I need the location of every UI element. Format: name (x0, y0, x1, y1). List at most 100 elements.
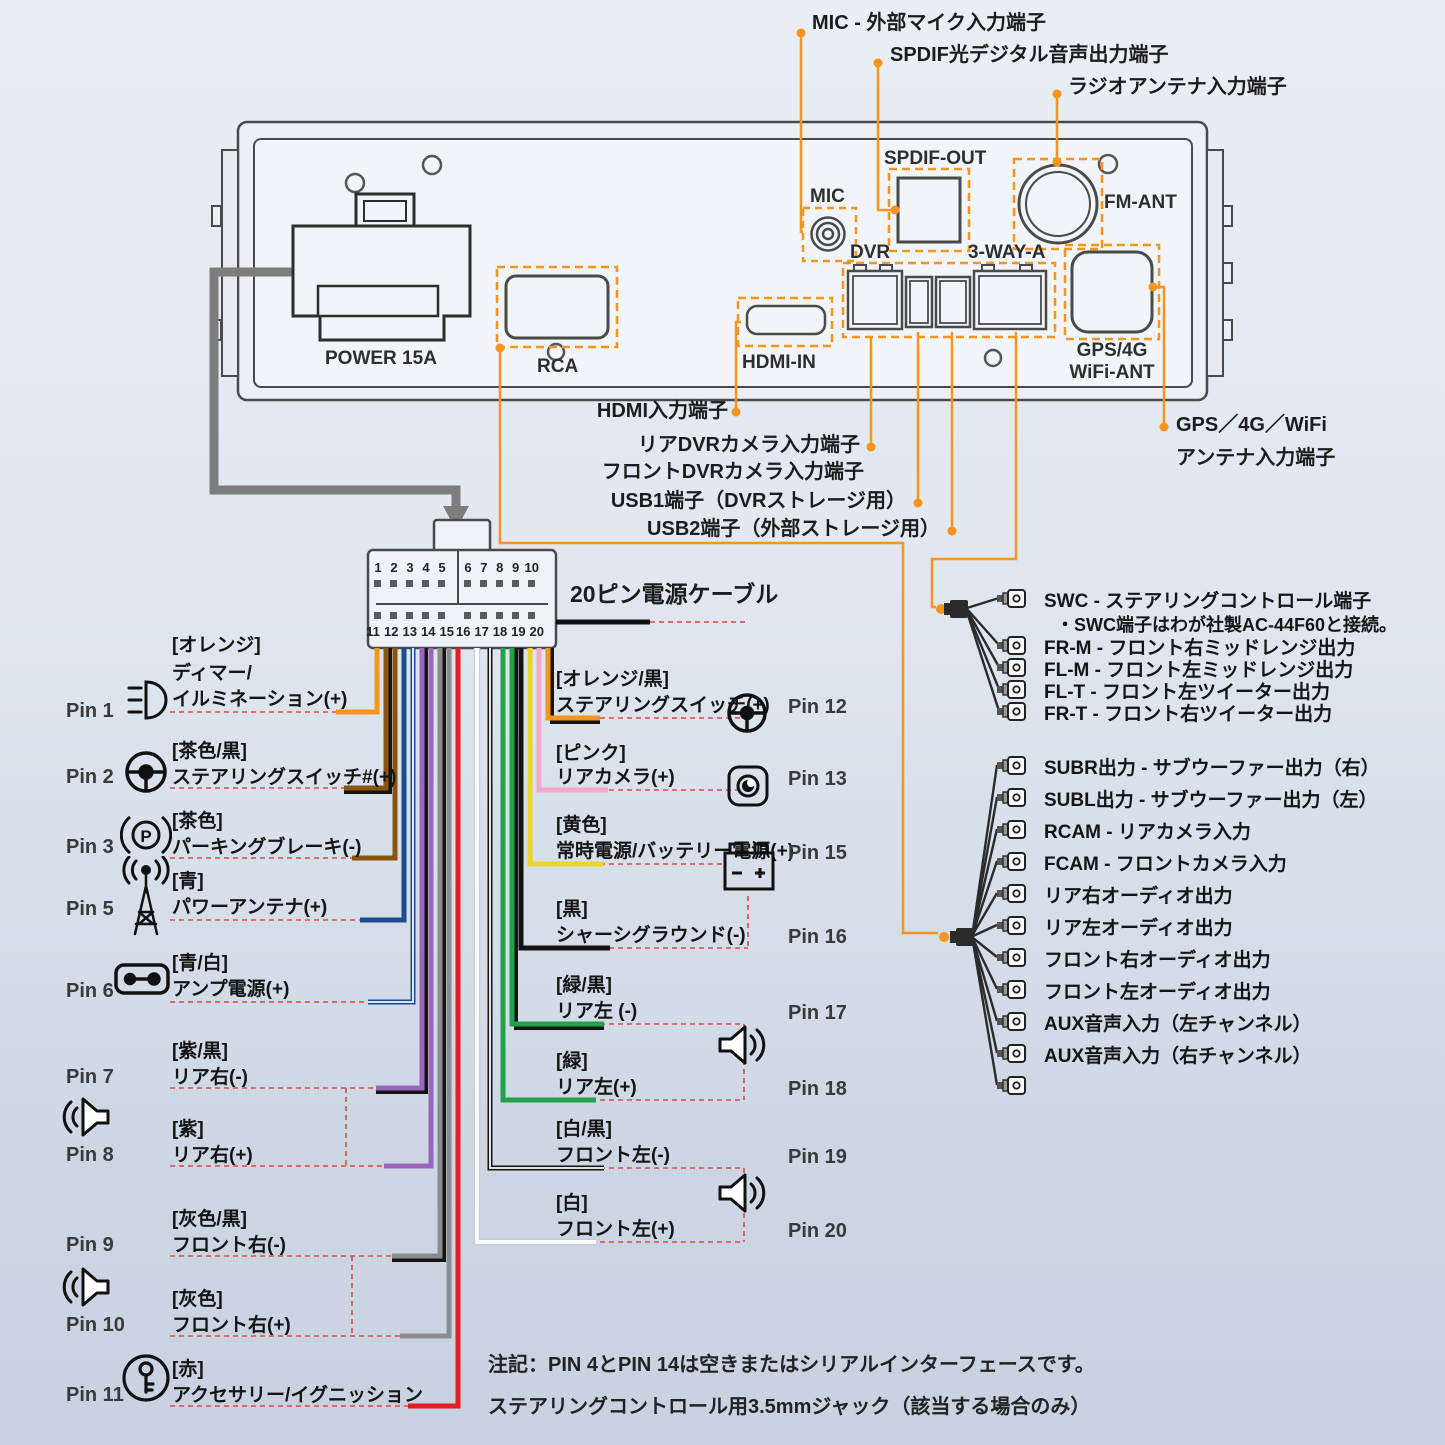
spare-plug (996, 1076, 1026, 1095)
pin-12-wire-stripe (550, 648, 600, 724)
pin-wires (336, 648, 610, 1409)
pin-2-wire (344, 648, 389, 791)
pin-8-label: リア右(+) (172, 1145, 253, 1166)
pin-17-label: リア左 (-) (556, 1001, 638, 1022)
spdif-port-label: SPDIF-OUT (884, 148, 987, 169)
pin-1-label-2: イルミネーション(+) (172, 689, 348, 710)
pin-7-label: リア右(-) (172, 1067, 248, 1088)
pin-6-color: [青/白] (172, 953, 228, 974)
swc-label: SWC - ステアリングコントロール端子 (1044, 591, 1372, 612)
pin-8-color: [紫] (172, 1119, 204, 1140)
pin-15-label: 常時電源/バッテリー電源(+) (556, 841, 795, 862)
pin-6-number: Pin 6 (66, 980, 114, 1002)
pin-9-color: [灰色/黒] (172, 1209, 247, 1230)
pin-18-label: リア左(+) (556, 1077, 637, 1098)
swc-harness (944, 589, 1026, 721)
fl-t-label: FL-T - フロント左ツイーター出力 (1044, 682, 1331, 703)
pin-1-color: [オレンジ] (172, 635, 261, 656)
pin-3-color: [茶色] (172, 811, 223, 832)
gps-port-label-1: GPS/4G (1076, 340, 1148, 361)
svg-text:P: P (140, 827, 151, 846)
front-left-audio-label: フロント左オーディオ出力 (1044, 982, 1271, 1003)
usb2-label: USB2端子（外部ストレージ用） (647, 518, 940, 540)
footnote-line-1: 注記：PIN 4とPIN 14は空きまたはシリアルインターフェースです。 (488, 1354, 1095, 1376)
fr-t-plug (996, 702, 1026, 721)
gps-ant-port (1063, 243, 1161, 341)
pin-10-number: Pin 10 (66, 1314, 125, 1336)
swc-note: ・SWC端子はわが社製AC-44F60と接続。 (1056, 615, 1398, 635)
rear-right-audio-label: リア右オーディオ出力 (1044, 886, 1233, 907)
pin-2-color: [茶色/黒] (172, 741, 247, 762)
subl-label: SUBL出力 - サブウーファー出力（左） (1044, 790, 1378, 811)
aux-right-plug (996, 1044, 1026, 1063)
fl-t-plug (996, 680, 1026, 699)
fl-m-label: FL-M - フロント左ミッドレンジ出力 (1044, 660, 1354, 681)
power-connector (291, 192, 472, 342)
fr-m-label: FR-M - フロント右ミッドレンジ出力 (1044, 638, 1356, 659)
pin-2-wire-stripe (344, 648, 392, 794)
rca-port-label: RCA (537, 356, 579, 377)
swc-harness-leader (930, 332, 1018, 609)
pin-16-wire (518, 648, 610, 951)
pin-8-wire (384, 648, 434, 1169)
mic-jack (801, 206, 858, 263)
av-harness (950, 756, 1026, 1095)
pin-3-wire (352, 648, 398, 861)
pin-15-color: [黄色] (556, 815, 607, 836)
pin-13-color: [ピンク] (556, 743, 626, 764)
rear-left-audio-label: リア左オーディオ出力 (1044, 918, 1233, 939)
fl-m-plug (996, 658, 1026, 677)
footnote-line-2: ステアリングコントロール用3.5mmジャック（該当する場合のみ） (488, 1396, 1091, 1418)
mic-leader (799, 34, 803, 234)
pin-5-label: パワーアンテナ(+) (172, 897, 328, 918)
pin-10-label: フロント右(+) (172, 1315, 291, 1336)
dvr-port-label: DVR (850, 242, 891, 263)
panel-screws (344, 153, 1119, 368)
pin-12-label: ステアリングスイッチ(+) (556, 695, 770, 716)
fr-t-label: FR-T - フロント右ツイーター出力 (1044, 704, 1333, 725)
power-cable (209, 267, 469, 530)
pin-7-wire-stripe (376, 648, 428, 1094)
fr-m-plug (996, 636, 1026, 655)
rear-left-audio-plug (996, 916, 1026, 935)
rcam-plug (996, 820, 1026, 839)
pin-2-number: Pin 2 (66, 766, 114, 788)
pin-17-color: [緑/黒] (556, 975, 612, 996)
spdif-port (887, 167, 971, 253)
subr-label: SUBR出力 - サブウーファー出力（右） (1044, 758, 1380, 779)
pin-1-wire (336, 648, 380, 715)
swc-plug (996, 589, 1026, 608)
fcam-label: FCAM - フロントカメラ入力 (1044, 854, 1287, 875)
front-left-audio-plug (996, 980, 1026, 999)
pin-20-wire (475, 648, 596, 1244)
pin-10-color: [灰色] (172, 1289, 223, 1310)
dvr-3way-connector (841, 261, 1057, 339)
pin-connector-pins (374, 580, 535, 619)
pin-18-wire (500, 648, 596, 1103)
pin-3-label: パーキングブレーキ(-) (172, 837, 362, 858)
pin-18-number: Pin 18 (788, 1078, 847, 1100)
aux-left-plug (996, 1012, 1026, 1031)
pin-9-label: フロント右(-) (172, 1235, 286, 1256)
pin-19-color: [白/黒] (556, 1119, 612, 1140)
pin-17-wire (509, 648, 604, 1027)
pin-13-label: リアカメラ(+) (556, 767, 675, 788)
pin-13-number: Pin 13 (788, 768, 847, 790)
spdif-leader (876, 64, 894, 212)
fcam-plug (996, 852, 1026, 871)
pin-9-wire (392, 648, 443, 1259)
gps-ant-label-1: GPS／4G／WiFi (1176, 414, 1327, 436)
pin-7-wire (376, 648, 425, 1091)
pin-11-number: Pin 11 (66, 1384, 124, 1406)
pin-20-color: [白] (556, 1193, 588, 1214)
power-port-label: POWER 15A (325, 348, 437, 369)
usb1-label: USB1端子（DVRストレージ用） (610, 490, 906, 512)
pin-connector (366, 518, 558, 650)
hdmi-port-label: HDMI-IN (742, 352, 816, 373)
subr-plug (996, 756, 1026, 775)
